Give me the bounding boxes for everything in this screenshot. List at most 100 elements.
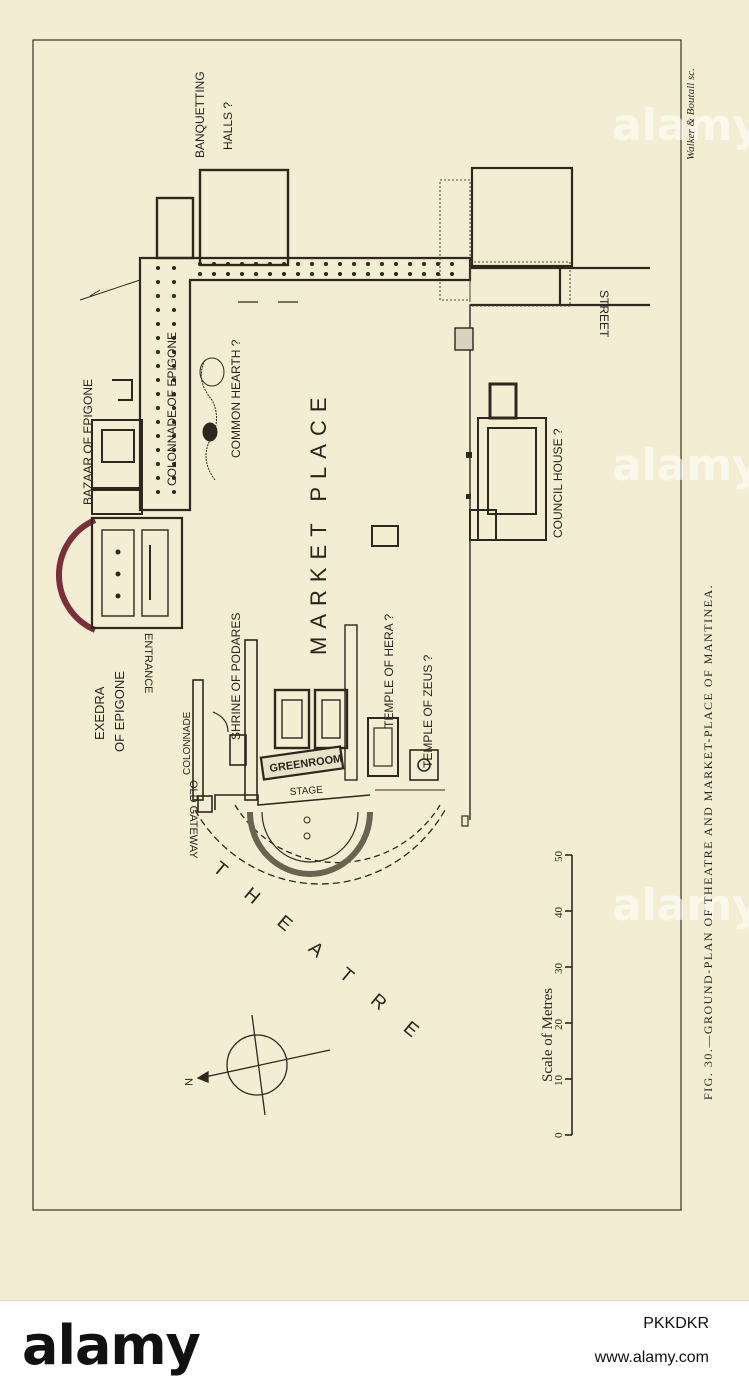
column-dot [394, 262, 398, 266]
old-gateway [197, 795, 213, 813]
column-dot [156, 420, 160, 424]
temple-buildings [273, 688, 349, 750]
column-dot [172, 364, 176, 368]
column-dot [172, 462, 176, 466]
east-wall [454, 305, 474, 820]
label-colonnade-epigone: COLONNADE OF EPIGONE [165, 332, 179, 486]
label-old-gateway: OLD GATEWAY [187, 780, 199, 859]
label-colonnade: COLONNADE [182, 711, 193, 775]
watermark-text-3: alamy [612, 880, 749, 931]
label-banquetting: BANQUETTING [193, 71, 207, 158]
column-dot [282, 272, 286, 276]
council-marker-2 [466, 494, 471, 499]
column-dot [156, 280, 160, 284]
theatre [194, 789, 469, 885]
column-dot [156, 476, 160, 480]
shrine-of-podares [229, 639, 258, 801]
column-dot [156, 350, 160, 354]
column-dot [156, 266, 160, 270]
common-hearth [199, 357, 225, 481]
column-dot [156, 434, 160, 438]
column-dot [156, 364, 160, 368]
column-dot [226, 262, 230, 266]
column-dot [394, 272, 398, 276]
column-dot [172, 420, 176, 424]
banquetting-halls [155, 168, 290, 267]
scale-bar [565, 854, 573, 1136]
scale-tick-50: 50 [553, 851, 565, 863]
watermark-overlay: alamy alamy alamy [612, 100, 749, 931]
label-exedra: EXEDRA [92, 686, 107, 740]
column-dot [282, 262, 286, 266]
column-dot [172, 378, 176, 382]
column-dot [172, 294, 176, 298]
column-dot [338, 262, 342, 266]
column-dot [226, 272, 230, 276]
engraver-credit: Walker & Boutall sc. [685, 68, 697, 160]
label-street: STREET [597, 290, 611, 338]
rubble-wall [439, 179, 571, 307]
label-temple-zeus: TEMPLE OF ZEUS ? [421, 654, 435, 768]
greenroom [259, 745, 345, 781]
column-dot [156, 406, 160, 410]
plan-frame [32, 39, 682, 1211]
column-dot [172, 350, 176, 354]
column-dot [450, 272, 454, 276]
column-dot [172, 490, 176, 494]
alamy-logo[interactable]: alamy [22, 1314, 201, 1377]
column-dot [156, 336, 160, 340]
watermark-text-2: alamy [612, 440, 749, 491]
column-dot [366, 272, 370, 276]
column-dot [254, 262, 258, 266]
column-dot [198, 262, 202, 266]
label-north: N [182, 1078, 194, 1086]
column-dot [352, 262, 356, 266]
column-dot [310, 272, 314, 276]
label-stage: STAGE [289, 785, 323, 798]
column-dot [436, 272, 440, 276]
column-dot [172, 448, 176, 452]
scale-title: Scale of Metres [540, 988, 556, 1082]
column-dot [212, 262, 216, 266]
figure-caption: FIG. 30.—GROUND-PLAN OF THEATRE AND MARK… [701, 584, 715, 1100]
scale-tick-0: 0 [553, 1132, 565, 1138]
column-dot [422, 262, 426, 266]
scale-tick-20: 20 [553, 1019, 565, 1031]
column-dot [172, 280, 176, 284]
north-arrow-icon [196, 1014, 331, 1116]
column-dot [436, 262, 440, 266]
column-dot [172, 336, 176, 340]
column-dot [198, 272, 202, 276]
column-dot [212, 272, 216, 276]
column-dot [450, 262, 454, 266]
label-shrine: SHRINE OF PODARES [229, 613, 243, 740]
column-dot [338, 272, 342, 276]
scale-tick-40: 40 [553, 907, 565, 919]
market-monument [371, 525, 399, 547]
column-dot [172, 406, 176, 410]
column-dot [156, 294, 160, 298]
column-dot [156, 490, 160, 494]
site-url[interactable]: www.alamy.com [594, 1349, 709, 1366]
column-dot [172, 476, 176, 480]
column-dot [240, 272, 244, 276]
column-dot [156, 462, 160, 466]
column-dot [156, 392, 160, 396]
column-dot [324, 272, 328, 276]
colonnade-of-epigone [138, 256, 472, 512]
temple-of-hera [344, 624, 399, 781]
column-dot [408, 262, 412, 266]
column-dot [156, 378, 160, 382]
column-dot [156, 308, 160, 312]
column-dot [172, 322, 176, 326]
column-dot [156, 322, 160, 326]
book-page: alamy alamy alamy BANQUETTING HALLS ? BA… [32, 39, 749, 1211]
street-buildings [470, 166, 650, 307]
image-id: PKKDKR [643, 1315, 709, 1332]
label-halls: HALLS ? [221, 102, 235, 150]
column-dot [172, 434, 176, 438]
temple-of-zeus [409, 749, 439, 781]
council-house [469, 382, 547, 541]
column-dot [366, 262, 370, 266]
column-dot [254, 272, 258, 276]
